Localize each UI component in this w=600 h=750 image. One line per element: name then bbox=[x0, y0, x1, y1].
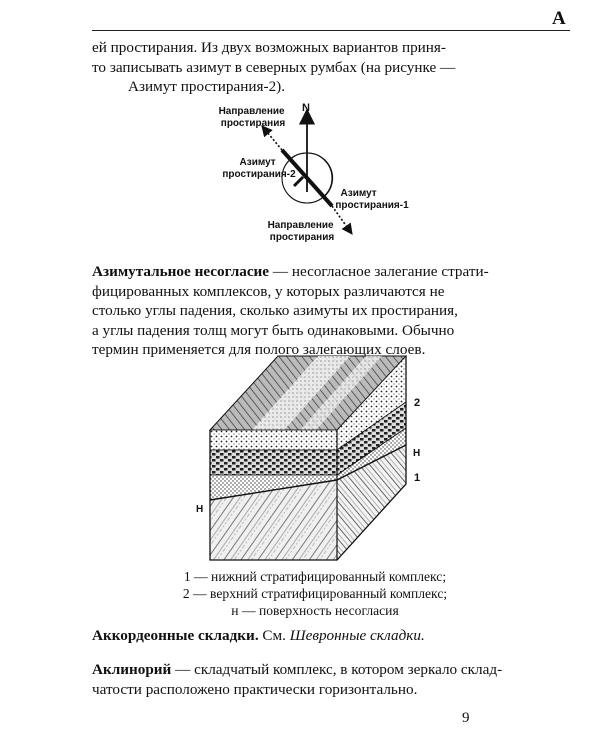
azimuth-2-label: Азимут простирания-2 bbox=[222, 157, 296, 180]
direction-bottom-line: Направление bbox=[268, 220, 334, 231]
azimuth-1-arc bbox=[306, 152, 334, 197]
direction-top-line: простирания bbox=[221, 118, 286, 129]
unconformity-line-side bbox=[336, 444, 407, 481]
entry-term: Аккордеонные складки. bbox=[92, 627, 259, 644]
entry-term: Азимутальное несогласие bbox=[92, 263, 270, 280]
label-upper-complex: 2 bbox=[414, 397, 420, 409]
figure-legend: 1 — нижний стратифицированный комплекс; … bbox=[150, 568, 480, 620]
header-rule bbox=[92, 30, 570, 31]
azimuth-2-line: Азимут bbox=[240, 157, 276, 168]
label-unconformity-right: Н bbox=[413, 448, 420, 459]
strike-line bbox=[280, 148, 334, 208]
legend-line: 2 — верхний стратифицированный комплекс; bbox=[182, 586, 448, 602]
direction-bottom-line: простирания bbox=[270, 232, 335, 243]
legend-line: н — поверхность несогласия bbox=[231, 603, 399, 619]
entry-line: а углы падения толщ могут быть одинаковы… bbox=[92, 321, 455, 339]
entry-definition-start: — несогласное залегание страти- bbox=[269, 263, 489, 280]
front-layer-dots bbox=[209, 429, 338, 451]
legend-line: 1 — нижний стратифицированный комплекс; bbox=[183, 569, 447, 584]
dip-tick bbox=[292, 175, 305, 188]
intro-line: Азимут простирания-2). bbox=[128, 78, 286, 96]
entry-line: столько углы падения, сколько азимуты их… bbox=[92, 302, 458, 320]
side-lower-complex bbox=[336, 444, 407, 562]
side-layer-dots bbox=[336, 354, 407, 451]
entry-line: чатости расположено практически горизонт… bbox=[92, 680, 418, 698]
azimuth-2-arc bbox=[289, 152, 308, 160]
azimuth-1-label: Азимут простирания-1 bbox=[335, 188, 409, 211]
azimuth-2-line: простирания-2 bbox=[222, 169, 296, 180]
front-layer-brick bbox=[209, 449, 338, 476]
entry-line: фицированных комплексов, у которых разли… bbox=[92, 282, 445, 300]
block-top-face bbox=[208, 355, 408, 431]
label-unconformity-left: Н bbox=[196, 504, 203, 515]
azimuth-1-line: простирания-1 bbox=[335, 200, 409, 211]
entry-definition-start: — складчатый комплекс, в котором зеркало… bbox=[171, 661, 503, 678]
entry-first-line: Азимутальное несогласие — несогласное за… bbox=[92, 262, 562, 282]
side-layer-brick bbox=[336, 401, 407, 476]
intro-paragraph: ей простирания. Из двух возможных вариан… bbox=[92, 38, 540, 97]
front-layer-fine-dots bbox=[209, 474, 338, 501]
strike-direction-arrow-up bbox=[261, 125, 283, 151]
unconformity-line-front bbox=[209, 479, 338, 501]
side-layer-fine-dots bbox=[336, 427, 407, 481]
page-number: 9 bbox=[462, 710, 470, 726]
intro-line: ей простирания. Из двух возможных вариан… bbox=[92, 39, 446, 56]
label-lower-complex: 1 bbox=[414, 472, 420, 484]
direction-top-line: Направление bbox=[219, 106, 285, 117]
entry-term: Аклинорий bbox=[92, 661, 172, 678]
block-top-light-band bbox=[252, 356, 350, 430]
entry-aclinorium: Аклинорий — складчатый комплекс, в котор… bbox=[92, 660, 532, 699]
block-outline bbox=[209, 356, 407, 561]
entry-see: См. bbox=[258, 627, 290, 644]
north-label: N bbox=[302, 102, 310, 114]
direction-bottom-label: Направление простирания bbox=[268, 220, 337, 243]
direction-top-label: Направление простирания bbox=[219, 106, 288, 129]
running-header-letter: А bbox=[552, 8, 566, 29]
block-top-light-band bbox=[300, 356, 382, 430]
intro-line: то записывать азимут в северных румбах (… bbox=[92, 58, 456, 76]
strike-direction-arrow-down bbox=[331, 205, 353, 235]
entry-first-line: Аклинорий — складчатый комплекс, в котор… bbox=[92, 660, 532, 680]
entry-azimuthal-unconformity: Азимутальное несогласие — несогласное за… bbox=[92, 262, 562, 360]
entry-accordion-folds: Аккордеонные складки. См. Шевронные скла… bbox=[92, 626, 532, 646]
azimuth-circle bbox=[281, 152, 333, 204]
front-lower-complex bbox=[209, 479, 338, 561]
entry-reference-link[interactable]: Шевронные складки. bbox=[289, 627, 425, 644]
azimuth-1-line: Азимут bbox=[341, 188, 377, 199]
entry-first-line: Аккордеонные складки. См. Шевронные скла… bbox=[92, 626, 532, 646]
entry-line: термин применяется для полого залегающих… bbox=[92, 341, 426, 359]
